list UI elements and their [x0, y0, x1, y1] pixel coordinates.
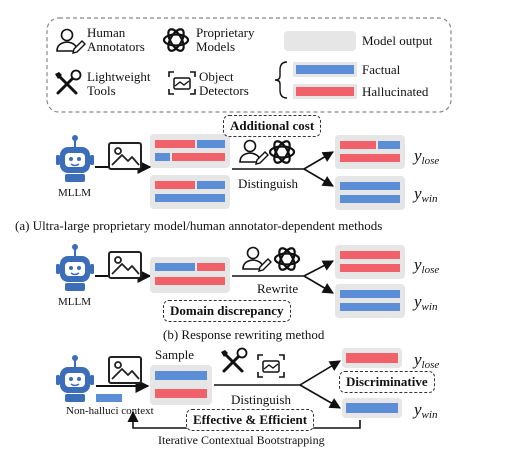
legend-proprietary-models: Proprietary Models — [196, 25, 255, 54]
human-annotator-icon — [56, 28, 86, 54]
mllm-label-a: MLLM — [58, 187, 91, 199]
legend-model-output: Model output — [362, 33, 433, 48]
legend-lightweight-tools: Lightweight Tools — [87, 69, 151, 98]
proprietary-model-icon — [162, 25, 190, 55]
caption-b: (b) Response rewriting method — [163, 327, 325, 342]
lightweight-tools-icon-c — [219, 347, 248, 373]
arrow-b-lose — [303, 260, 334, 277]
lose-output-box-c — [342, 348, 402, 368]
arrow-b-win — [303, 275, 334, 294]
distinguish-label-c: Distinguish — [231, 392, 291, 407]
legend-hallucinated: Hallucinated — [362, 84, 429, 99]
output-box-a-2 — [150, 175, 230, 209]
win-output-box-b — [335, 284, 405, 318]
human-annotator-icon-a — [239, 139, 269, 165]
legend-human-annotators: Human Annotators — [87, 25, 145, 54]
lose-output-box-a — [335, 135, 405, 169]
proprietary-model-icon-a — [268, 137, 296, 167]
tag-domain-discrepancy: Domain discrepancy — [163, 300, 291, 322]
bootstrapping-label: Iterative Contextual Bootstrapping — [158, 433, 325, 447]
arrow-a-win — [303, 168, 334, 187]
arrow-a-lose — [303, 151, 334, 170]
mllm-robot-icon-b — [55, 243, 95, 292]
lose-output-box-b — [335, 245, 405, 279]
y-lose-label-c: ylose — [414, 350, 440, 371]
model-output-swatch — [284, 31, 356, 51]
output-box-a-1 — [150, 134, 230, 168]
legend-factual: Factual — [362, 62, 401, 77]
object-detector-icon-c — [257, 354, 285, 378]
robot-icon-c — [55, 354, 95, 403]
hallucinated-swatch — [296, 87, 354, 96]
mllm-label-b: MLLM — [58, 296, 91, 308]
image-icon-b — [108, 251, 142, 279]
factual-swatch — [296, 65, 354, 74]
distinguish-label-a: Distinguish — [238, 176, 298, 191]
win-output-box-c — [342, 398, 402, 418]
win-output-box-a — [335, 176, 405, 210]
rewrite-label-b: Rewrite — [257, 281, 299, 296]
mllm-robot-icon-a — [55, 134, 95, 183]
arrow-c-win — [299, 384, 341, 409]
tag-effective-efficient: Effective & Efficient — [186, 409, 315, 431]
object-detector-icon — [168, 71, 196, 95]
tag-discriminative: Discriminative — [339, 371, 435, 393]
context-bar — [96, 394, 122, 402]
y-win-label-c: ywin — [414, 400, 438, 421]
arrow-c-lose — [299, 360, 341, 386]
caption-a: (a) Ultra-large proprietary model/human … — [15, 218, 383, 233]
output-box-b-1 — [150, 257, 230, 293]
proprietary-model-icon-b — [273, 244, 301, 274]
y-win-label-a: ywin — [414, 184, 438, 205]
y-win-label-b: ywin — [414, 292, 438, 313]
lightweight-tools-icon — [53, 69, 82, 95]
legend-object-detectors: Object Detectors — [199, 69, 249, 98]
non-halluci-context-label: Non-halluci context — [66, 405, 154, 417]
image-icon-c — [108, 356, 142, 384]
legend-box — [46, 17, 452, 113]
y-lose-label-b: ylose — [414, 255, 440, 276]
human-annotator-icon-b — [242, 246, 272, 272]
image-icon-a — [108, 142, 142, 170]
tag-additional-cost: Additional cost — [223, 115, 322, 137]
sample-label: Sample — [155, 347, 194, 362]
legend-brace — [274, 61, 288, 99]
sample-output-box — [150, 365, 212, 405]
y-lose-label-a: ylose — [414, 146, 440, 167]
